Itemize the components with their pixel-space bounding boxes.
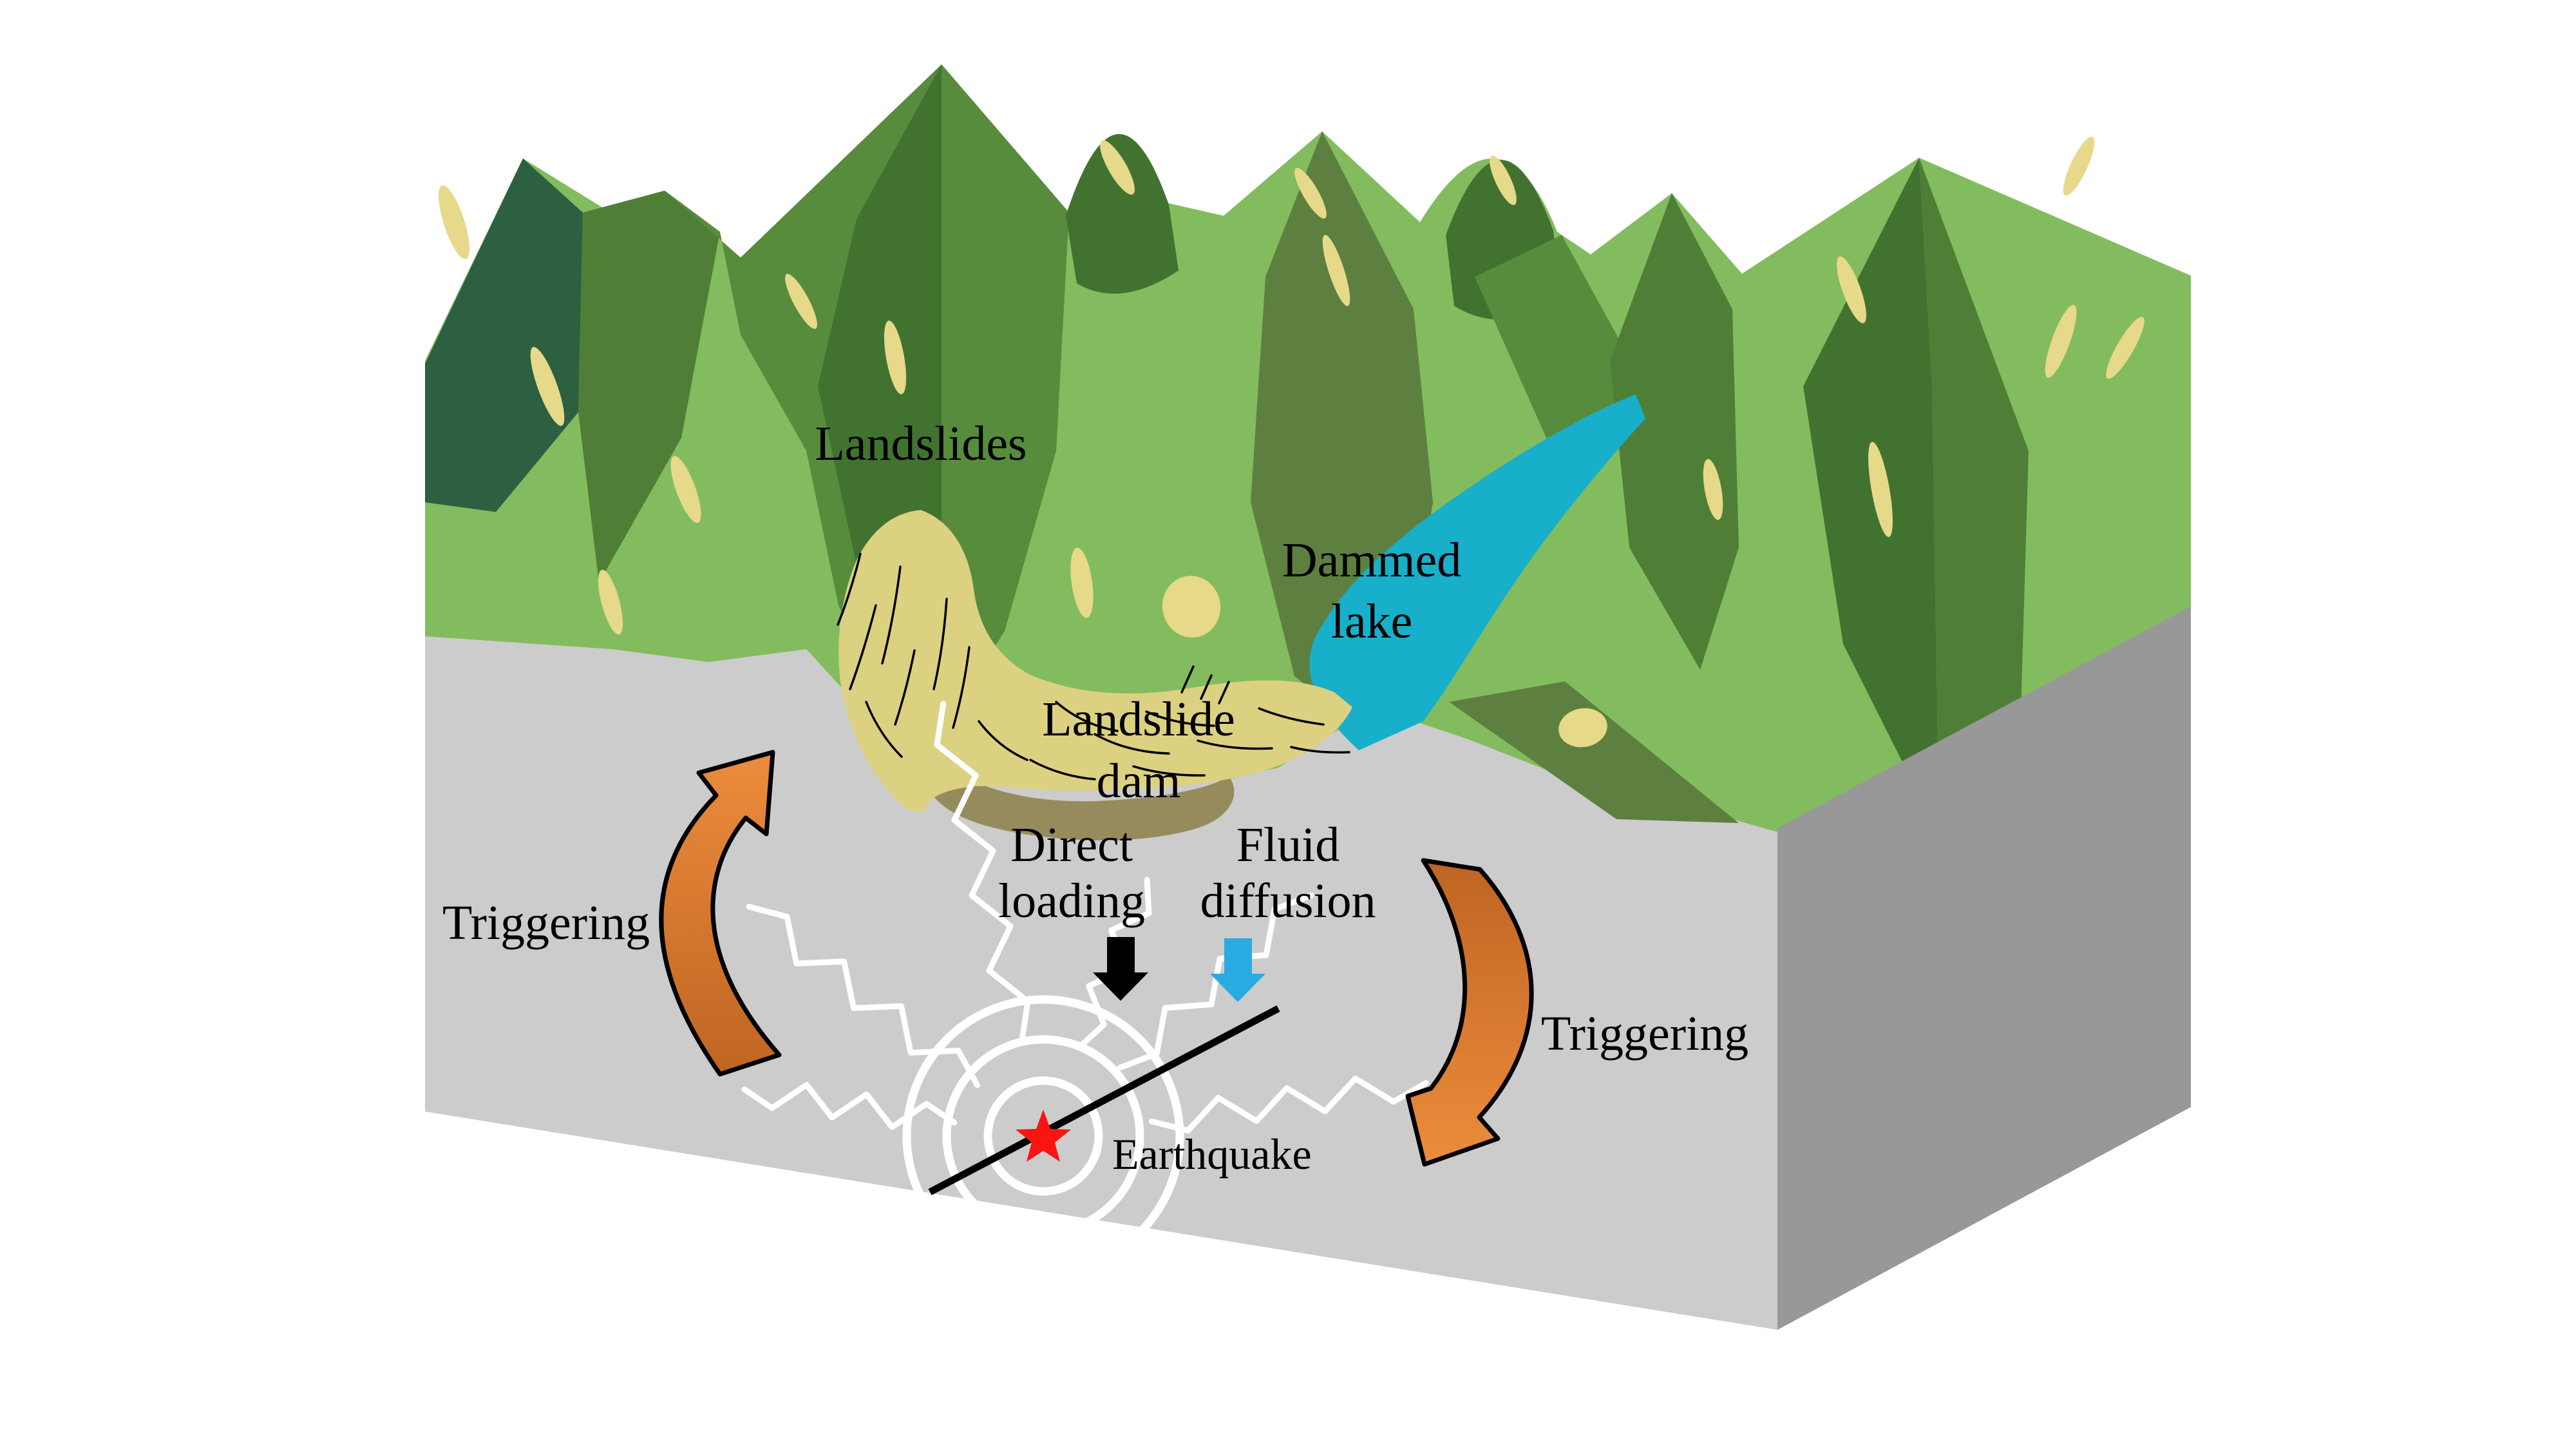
deposit-streak <box>978 720 1028 761</box>
deposit-streak <box>1218 681 1230 705</box>
mountain-facet <box>1066 134 1179 294</box>
deposit-streak <box>1029 759 1096 781</box>
mountain-facet <box>425 158 583 512</box>
fluid-diffusion-label-line1: Fluid <box>1236 818 1340 872</box>
landslide-deposit <box>837 510 1352 840</box>
meadow-patch <box>1868 442 1893 537</box>
landslide-deposit-body <box>838 510 1352 813</box>
triggering-left-label: Triggering <box>442 896 650 950</box>
zigzag-wave-icon <box>1148 1075 1429 1134</box>
fluid-diffusion-label-line2: diffusion <box>1200 874 1376 928</box>
meadow-patch <box>439 185 469 260</box>
mountain-facet <box>578 191 720 583</box>
deposit-streak <box>837 553 862 626</box>
epicenter-star-icon <box>1016 1110 1071 1162</box>
triggering-right-label: Triggering <box>1541 1007 1748 1061</box>
fluid-diffusion-down-arrow-icon <box>1210 938 1265 1002</box>
meadow-patch <box>1100 140 1135 195</box>
deposit-streak <box>1132 765 1206 777</box>
zigzag-wave-icon <box>746 904 981 1088</box>
direct-loading-label-line2: loading <box>998 874 1145 928</box>
meadow-patch <box>884 320 907 395</box>
zigzag-wave-icon <box>934 701 1031 1046</box>
direct-loading-label-line1: Direct <box>1010 818 1133 872</box>
deposit-streak <box>881 565 902 665</box>
deposit-streak <box>894 649 916 726</box>
dammed-lake-label-line1: Dammed <box>1282 533 1462 587</box>
meadow-patches <box>439 137 2145 748</box>
deposit-streak <box>933 598 948 690</box>
meadow-patch <box>1322 234 1350 307</box>
zigzag-wave-icon <box>741 1082 958 1130</box>
deposit-streak <box>865 701 903 758</box>
meadow-patch <box>530 346 565 426</box>
earthquake-label: Earthquake <box>1112 1130 1312 1179</box>
fault-line-icon <box>928 1005 1280 1195</box>
meadow-patch <box>2106 316 2145 379</box>
deposit-streak <box>849 604 877 690</box>
triggering-right-curved-arrow-icon <box>1405 858 1534 1167</box>
landslide-dam-underwater <box>925 753 1235 840</box>
meadow-patch <box>2045 305 2077 378</box>
meadow-patch <box>1162 576 1221 638</box>
meadow-patch <box>1070 547 1094 618</box>
meadow-patch <box>1703 459 1723 520</box>
dammed-lake-water <box>1309 394 1645 750</box>
meadow-patch <box>1294 167 1327 219</box>
dammed-lake-label-line2: lake <box>1331 594 1413 649</box>
meadow-patch <box>598 569 623 635</box>
deposit-streak <box>1180 665 1195 694</box>
deposit-streak <box>1200 674 1213 700</box>
seismic-ring <box>902 995 1184 1277</box>
deposit-streak <box>1258 707 1325 726</box>
meadow-patch <box>670 456 701 523</box>
meadow-patch <box>785 274 817 329</box>
deposit-streak-lines <box>837 553 1350 781</box>
landslide-dam-label-line2: dam <box>1097 754 1181 808</box>
deposit-streak <box>1145 710 1215 727</box>
landslide-dam-label-line1: Landslide <box>1042 692 1235 746</box>
meadow-patch <box>1558 708 1607 748</box>
meadow-patch <box>1490 155 1517 205</box>
deposit-streak <box>1055 701 1119 732</box>
triggering-left-curved-arrow-icon <box>659 750 782 1077</box>
mountain-facet <box>1449 681 1739 823</box>
labels: Landslides Dammed lake Landslide dam Dir… <box>442 417 1748 1179</box>
deposit-streak <box>1290 746 1350 754</box>
deposit-streak <box>1094 733 1170 755</box>
meadow-patch <box>2063 137 2095 196</box>
deposit-streak <box>952 646 971 729</box>
meadow-patch <box>1837 256 1866 323</box>
mountain-facet <box>1610 193 1739 670</box>
deposit-streak <box>1197 739 1273 750</box>
landslides-label: Landslides <box>815 417 1027 471</box>
direct-loading-down-arrow-icon <box>1093 937 1148 1001</box>
seismic-ring <box>983 1076 1103 1196</box>
mountain-facet <box>1919 158 2029 792</box>
zigzag-wave-icon <box>1117 892 1314 1071</box>
block-side-face <box>1777 606 2191 1330</box>
seismic-ring <box>942 1035 1144 1237</box>
